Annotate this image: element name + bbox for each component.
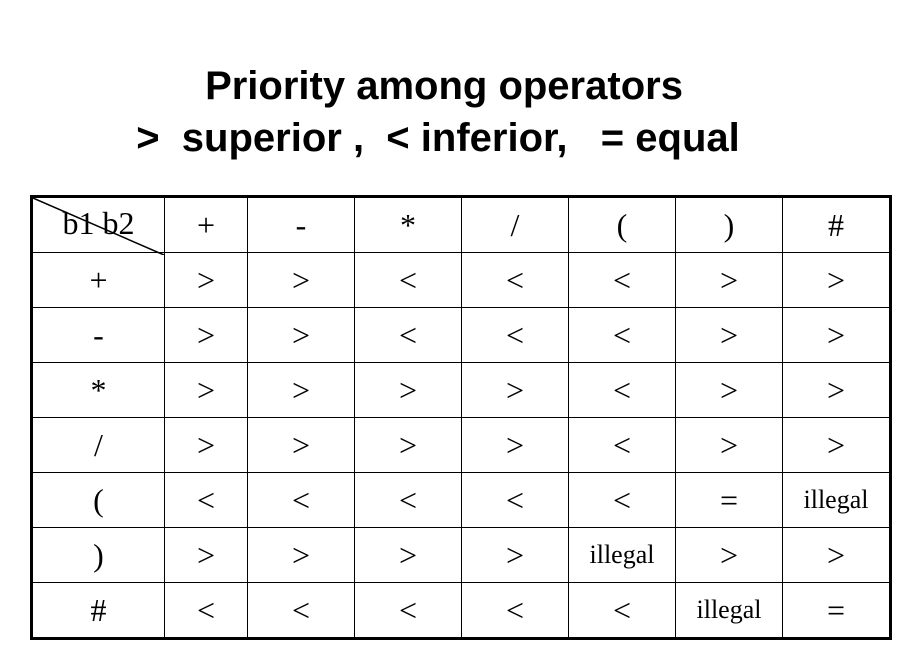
column-header: #	[782, 196, 891, 253]
priority-cell: >	[461, 527, 569, 583]
priority-cell: =	[675, 472, 783, 528]
priority-cell: >	[164, 252, 248, 308]
priority-cell: >	[782, 417, 891, 473]
priority-cell: >	[782, 362, 891, 418]
priority-cell: >	[782, 252, 891, 308]
priority-cell: >	[247, 307, 355, 363]
row-header: )	[31, 527, 165, 583]
priority-cell: <	[568, 362, 676, 418]
priority-cell: <	[354, 307, 462, 363]
priority-cell: >	[675, 252, 783, 308]
priority-cell: >	[354, 527, 462, 583]
priority-cell: <	[354, 582, 462, 639]
column-header: )	[675, 196, 783, 253]
priority-cell: >	[164, 417, 248, 473]
priority-cell: >	[354, 417, 462, 473]
priority-cell: >	[354, 362, 462, 418]
priority-cell: illegal	[675, 582, 783, 639]
table-row: (<<<<<=illegal	[31, 472, 891, 528]
corner-cell: b1 b2	[31, 196, 165, 255]
priority-cell: >	[247, 252, 355, 308]
priority-cell: >	[782, 527, 891, 583]
table-row: +>><<<>>	[31, 252, 891, 308]
column-header: *	[354, 196, 462, 253]
title-line-1: Priority among operators	[205, 64, 683, 108]
priority-cell: <	[354, 252, 462, 308]
priority-cell: >	[675, 527, 783, 583]
priority-cell: <	[568, 472, 676, 528]
table-row: ->><<<>>	[31, 307, 891, 363]
priority-cell: <	[568, 307, 676, 363]
priority-cell: >	[247, 362, 355, 418]
priority-cell: >	[247, 527, 355, 583]
priority-cell: >	[247, 417, 355, 473]
operator-priority-table: b1 b2 + - * / ( ) # +>><<<>>->><<<>>*>>>…	[30, 195, 892, 640]
table-row: )>>>>illegal>>	[31, 527, 891, 583]
priority-cell: >	[164, 307, 248, 363]
column-header: /	[461, 196, 569, 253]
table-row: #<<<<<illegal=	[31, 582, 891, 639]
priority-cell: >	[675, 362, 783, 418]
priority-cell: >	[461, 417, 569, 473]
priority-cell: <	[568, 252, 676, 308]
priority-cell: <	[461, 307, 569, 363]
priority-cell: <	[461, 252, 569, 308]
table-row: />>>><>>	[31, 417, 891, 473]
row-header: -	[31, 307, 165, 363]
row-header: /	[31, 417, 165, 473]
corner-label: b1 b2	[62, 204, 135, 241]
priority-cell: <	[461, 582, 569, 639]
priority-cell: >	[164, 527, 248, 583]
priority-cell: <	[568, 417, 676, 473]
priority-cell: >	[782, 307, 891, 363]
priority-cell: <	[247, 582, 355, 639]
header-row: b1 b2 + - * / ( ) #	[31, 196, 891, 255]
row-header: *	[31, 362, 165, 418]
priority-cell: <	[461, 472, 569, 528]
priority-cell: >	[675, 307, 783, 363]
row-header: #	[31, 582, 165, 639]
column-header: -	[247, 196, 355, 253]
priority-cell: >	[461, 362, 569, 418]
priority-cell: =	[782, 582, 891, 639]
priority-cell: illegal	[568, 527, 676, 583]
priority-cell: >	[675, 417, 783, 473]
table-row: *>>>><>>	[31, 362, 891, 418]
priority-cell: <	[247, 472, 355, 528]
priority-cell: <	[568, 582, 676, 639]
priority-cell: <	[164, 472, 248, 528]
diagonal-divider	[33, 198, 164, 255]
row-header: +	[31, 252, 165, 308]
column-header: (	[568, 196, 676, 253]
row-header: (	[31, 472, 165, 528]
column-header: +	[164, 196, 248, 253]
priority-cell: <	[354, 472, 462, 528]
title-line-2: > superior , < inferior, = equal	[136, 116, 740, 160]
priority-cell: illegal	[782, 472, 891, 528]
priority-cell: >	[164, 362, 248, 418]
priority-cell: <	[164, 582, 248, 639]
